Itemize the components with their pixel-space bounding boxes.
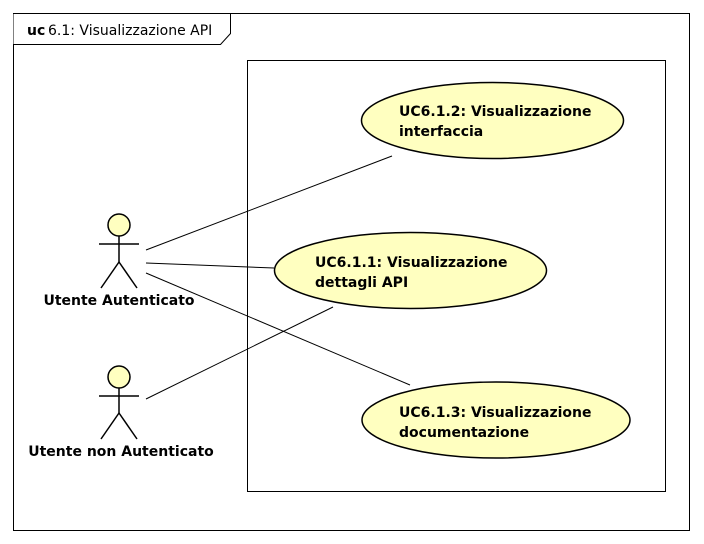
use-case-subtitle: documentazione [399, 425, 529, 441]
use-case-title: UC6.1.2: Visualizzazione [399, 104, 591, 120]
use-case-ellipse [361, 381, 631, 459]
actor-leg-left [100, 261, 120, 289]
actor-label: Utente Autenticato [43, 293, 194, 309]
actor-head-icon [107, 213, 131, 237]
use-case-title: UC6.1.1: Visualizzazione [315, 255, 507, 271]
frame-title: 6.1: Visualizzazione API [48, 23, 212, 39]
use-case-title: UC6.1.3: Visualizzazione [399, 405, 591, 421]
association-autenticato-uc611 [145, 262, 275, 269]
use-case-ellipse [360, 81, 625, 160]
frame-title-tab [13, 13, 231, 45]
actor-leg-right [118, 412, 138, 440]
use-case-uc611[interactable]: UC6.1.1: Visualizzazione dettagli API [273, 231, 548, 310]
use-case-uc612[interactable]: UC6.1.2: Visualizzazione interfaccia [360, 81, 625, 160]
actor-utente-non-autenticato[interactable]: Utente non Autenticato [28, 365, 214, 460]
association-autenticato-uc612 [145, 155, 393, 251]
association-autenticato-uc613 [145, 272, 411, 386]
actor-label: Utente non Autenticato [28, 444, 214, 460]
use-case-subtitle: interfaccia [399, 124, 483, 140]
use-case-uc613[interactable]: UC6.1.3: Visualizzazione documentazione [361, 381, 631, 459]
use-case-ellipse [273, 231, 548, 310]
actor-utente-autenticato[interactable]: Utente Autenticato [43, 213, 195, 309]
frame-title-keyword: uc [27, 23, 45, 39]
use-case-subtitle: dettagli API [315, 275, 408, 291]
actor-head-icon [107, 365, 131, 389]
actor-leg-right [118, 261, 138, 289]
actor-leg-left [100, 412, 120, 440]
association-non-autenticato-uc611 [145, 306, 334, 400]
